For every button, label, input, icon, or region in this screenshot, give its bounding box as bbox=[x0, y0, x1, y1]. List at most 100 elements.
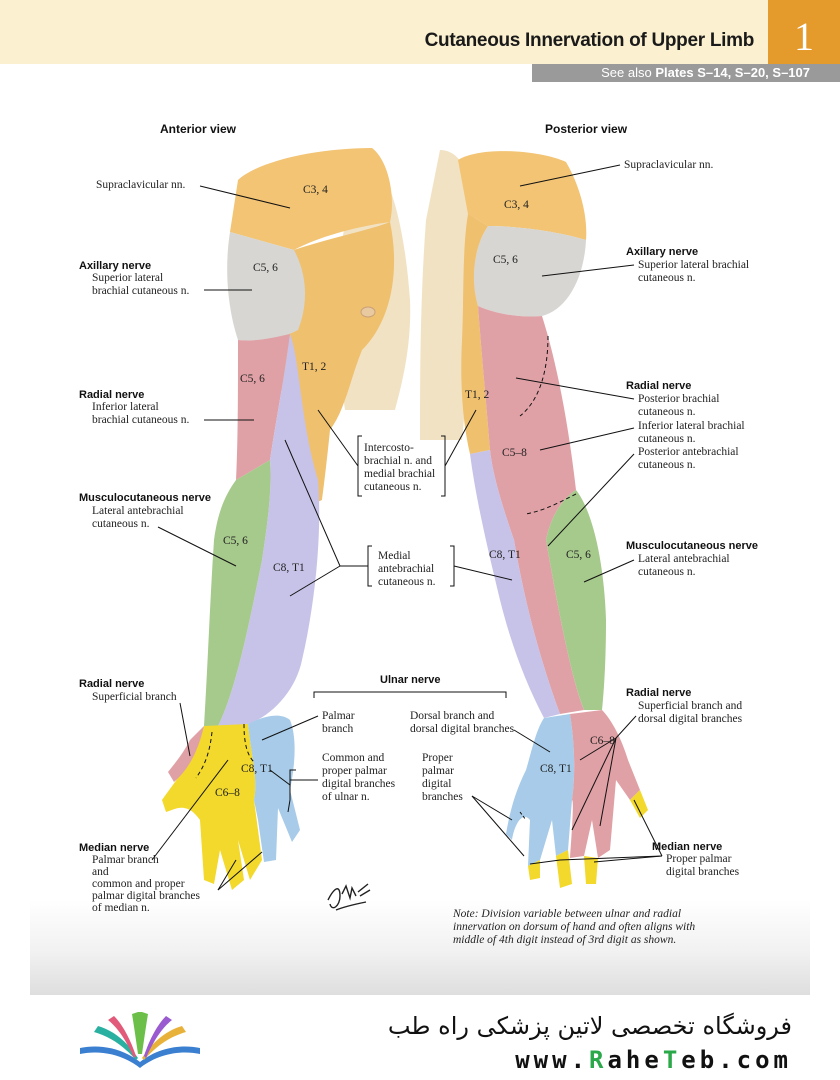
ant-median-l3: common and proper bbox=[92, 878, 185, 890]
post-musculo-leader bbox=[583, 559, 635, 583]
common-l4: of ulnar n. bbox=[322, 791, 370, 803]
ant-median-leader-1 bbox=[151, 759, 229, 861]
medial-ante-bracket-left bbox=[367, 545, 372, 587]
anterior-radial-superficial-zone bbox=[168, 726, 204, 782]
ant-radial-l2: brachial cutaneous n. bbox=[92, 414, 190, 426]
post-median-leader-3 bbox=[633, 799, 663, 857]
post-axillary-leader bbox=[541, 264, 635, 277]
footer-gradient bbox=[30, 900, 810, 995]
post-supraclavicular-leader bbox=[519, 164, 621, 187]
medial-ante-leader-ant-upper bbox=[284, 439, 341, 567]
ant-median-leader-2 bbox=[217, 859, 237, 891]
ant-median-l4: palmar digital branches bbox=[92, 890, 200, 902]
posterior-view-title: Posterior view bbox=[545, 122, 628, 136]
anterior-palmar-dashed-boundary bbox=[195, 731, 213, 779]
seg-post-t1-2: T1, 2 bbox=[465, 389, 490, 401]
post-radial-sup-leader-stem bbox=[615, 715, 637, 739]
medial-ante-bracket-right bbox=[450, 545, 455, 587]
posterior-axillary-zone bbox=[473, 226, 586, 317]
medial-ante-leader-post bbox=[453, 565, 513, 581]
palmar-l2: branch bbox=[322, 723, 354, 735]
posterior-musculocutaneous-zone bbox=[546, 490, 606, 710]
post-radial-title: Radial nerve bbox=[626, 380, 691, 392]
posterior-median-fingertip-1 bbox=[556, 850, 572, 888]
watermark-url: www.RaheTeb.com bbox=[515, 1046, 792, 1074]
seg-ant-c3-4: C3, 4 bbox=[303, 184, 328, 196]
see-also-plates: Plates S–14, S–20, S–107 bbox=[655, 65, 810, 80]
intercosto-bracket-right bbox=[441, 435, 446, 497]
common-bracket bbox=[289, 769, 318, 800]
posterior-radial-zone bbox=[478, 306, 584, 714]
post-musculo-l2: cutaneous n. bbox=[638, 566, 696, 578]
common-leader-1 bbox=[269, 769, 291, 786]
post-radial-l4: cutaneous n. bbox=[638, 433, 696, 445]
seg-post-c8-t1: C8, T1 bbox=[489, 549, 521, 561]
section-number-tab: 1 bbox=[768, 0, 840, 64]
post-radial-sup-l2: dorsal digital branches bbox=[638, 713, 743, 725]
seg-post-c8-t1-hand: C8, T1 bbox=[540, 763, 572, 775]
url-part-www: www. bbox=[515, 1046, 590, 1074]
post-radial-sup-l1: Superficial branch and bbox=[638, 700, 742, 712]
intercosto-l2: brachial n. and bbox=[364, 455, 432, 467]
proper-l3: digital bbox=[422, 778, 451, 790]
common-l2: proper palmar bbox=[322, 765, 387, 777]
ant-median-l5: of median n. bbox=[92, 902, 150, 914]
ant-supraclavicular-leader bbox=[199, 185, 291, 209]
anterior-nipple bbox=[360, 306, 376, 318]
posterior-median-fingertip-2 bbox=[584, 856, 598, 884]
medial-ante-l3: cutaneous n. bbox=[378, 576, 436, 588]
seg-ant-t1-2: T1, 2 bbox=[302, 361, 327, 373]
post-radial-sup-leader-2 bbox=[599, 737, 617, 827]
ant-musculo-title: Musculocutaneous nerve bbox=[79, 492, 211, 504]
proper-l4: branches bbox=[422, 791, 463, 803]
ant-radial-sup-l1: Superficial branch bbox=[92, 691, 177, 703]
intercosto-leader-ant bbox=[317, 409, 359, 467]
medial-ante-l2: antebrachial bbox=[378, 563, 434, 575]
post-axillary-title: Axillary nerve bbox=[626, 246, 698, 258]
anterior-ulnar-dashed-boundary bbox=[243, 723, 255, 763]
anterior-view-title: Anterior view bbox=[160, 122, 237, 136]
seg-post-c3-4: C3, 4 bbox=[504, 199, 529, 211]
medial-ante-leader-ant-lower bbox=[289, 565, 341, 597]
post-axillary-l2: cutaneous n. bbox=[638, 272, 696, 284]
ulnar-bracket bbox=[313, 691, 507, 698]
ant-median-title: Median nerve bbox=[79, 842, 149, 854]
posterior-radial-dashed-boundary bbox=[519, 335, 549, 417]
ant-axillary-title: Axillary nerve bbox=[79, 260, 151, 272]
intercosto-leader-post bbox=[444, 409, 477, 467]
post-median-l1: Proper palmar bbox=[666, 853, 732, 865]
post-radial-leader-3 bbox=[547, 453, 635, 547]
intercosto-l1: Intercosto- bbox=[364, 442, 414, 454]
post-median-l2: digital branches bbox=[666, 866, 740, 878]
common-l1: Common and bbox=[322, 752, 385, 764]
ant-supraclavicular-label: Supraclavicular nn. bbox=[96, 179, 186, 191]
ant-axillary-l2: brachial cutaneous n. bbox=[92, 285, 190, 297]
seg-ant-c5-6-radial: C5, 6 bbox=[240, 373, 265, 385]
intercosto-l4: cutaneous n. bbox=[364, 481, 422, 493]
see-also-bar bbox=[532, 64, 840, 82]
proper-leader-2 bbox=[471, 795, 525, 857]
anterior-arm bbox=[162, 148, 411, 890]
post-supraclavicular-label: Supraclavicular nn. bbox=[624, 159, 714, 171]
seg-ant-c5-6-musculo: C5, 6 bbox=[223, 535, 248, 547]
ant-radial-sup-title: Radial nerve bbox=[79, 678, 144, 690]
seg-ant-c8-t1: C8, T1 bbox=[273, 562, 305, 574]
seg-post-c5-8: C5–8 bbox=[502, 447, 527, 459]
medial-ante-l1: Medial bbox=[378, 550, 411, 562]
see-also-reference: See also Plates S–14, S–20, S–107 bbox=[601, 65, 810, 80]
intercosto-bracket-left bbox=[357, 435, 362, 497]
see-also-prefix: See also bbox=[601, 65, 656, 80]
posterior-t1-2-zone bbox=[461, 214, 490, 454]
posterior-radial-hand-zone bbox=[570, 710, 640, 858]
header-band bbox=[0, 0, 840, 64]
dorsal-l1: Dorsal branch and bbox=[410, 710, 495, 722]
post-median-leader-4 bbox=[529, 859, 561, 865]
ant-median-leader-3 bbox=[217, 851, 263, 891]
artist-signature bbox=[327, 883, 371, 911]
palmar-l1: Palmar bbox=[322, 710, 355, 722]
post-radial-l6: cutaneous n. bbox=[638, 459, 696, 471]
post-radial-l1: Posterior brachial bbox=[638, 393, 719, 405]
post-median-leader-2 bbox=[593, 855, 663, 863]
dorsal-l2: dorsal digital branches bbox=[410, 723, 515, 735]
posterior-hand-dashed-boundary bbox=[519, 811, 527, 821]
